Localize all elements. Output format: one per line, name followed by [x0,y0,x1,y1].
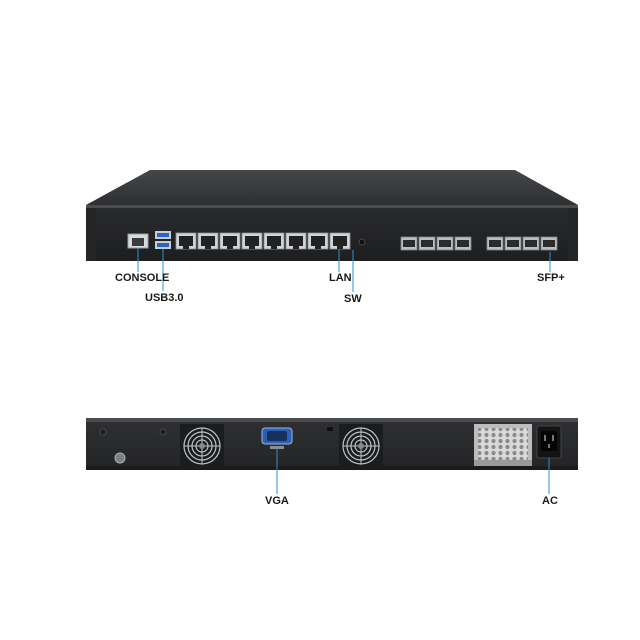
sfp-port [436,236,454,251]
lan-port [175,232,197,250]
psu [474,424,532,466]
ac-label: AC [542,495,558,507]
lan-port [241,232,263,250]
ground-screw [114,452,126,464]
callout-lines [137,248,551,494]
sfp-ports [400,236,558,251]
console-port [127,233,149,249]
sfp-port [540,236,558,251]
lan-label: LAN [329,272,352,284]
sfp-port [400,236,418,251]
sw-button [358,238,366,246]
ac-inlet [536,425,562,459]
sfp-port [486,236,504,251]
lan-port [197,232,219,250]
fans [180,424,383,468]
sfp-port [504,236,522,251]
fan-grille [339,424,383,468]
lan-port [307,232,329,250]
usb-ports [155,231,171,249]
lan-ports [175,232,351,250]
lan-port [285,232,307,250]
console-label: CONSOLE [115,272,170,284]
vga-port [261,427,293,449]
sfp-label: SFP+ [537,272,565,284]
lan-port [329,232,351,250]
sw-label: SW [344,293,362,305]
sfp-port [454,236,472,251]
fan-grille [180,424,224,468]
lan-port [263,232,285,250]
lan-port [219,232,241,250]
sfp-port [522,236,540,251]
sfp-port [418,236,436,251]
usb-label: USB3.0 [145,292,184,304]
vga-label: VGA [265,495,289,507]
